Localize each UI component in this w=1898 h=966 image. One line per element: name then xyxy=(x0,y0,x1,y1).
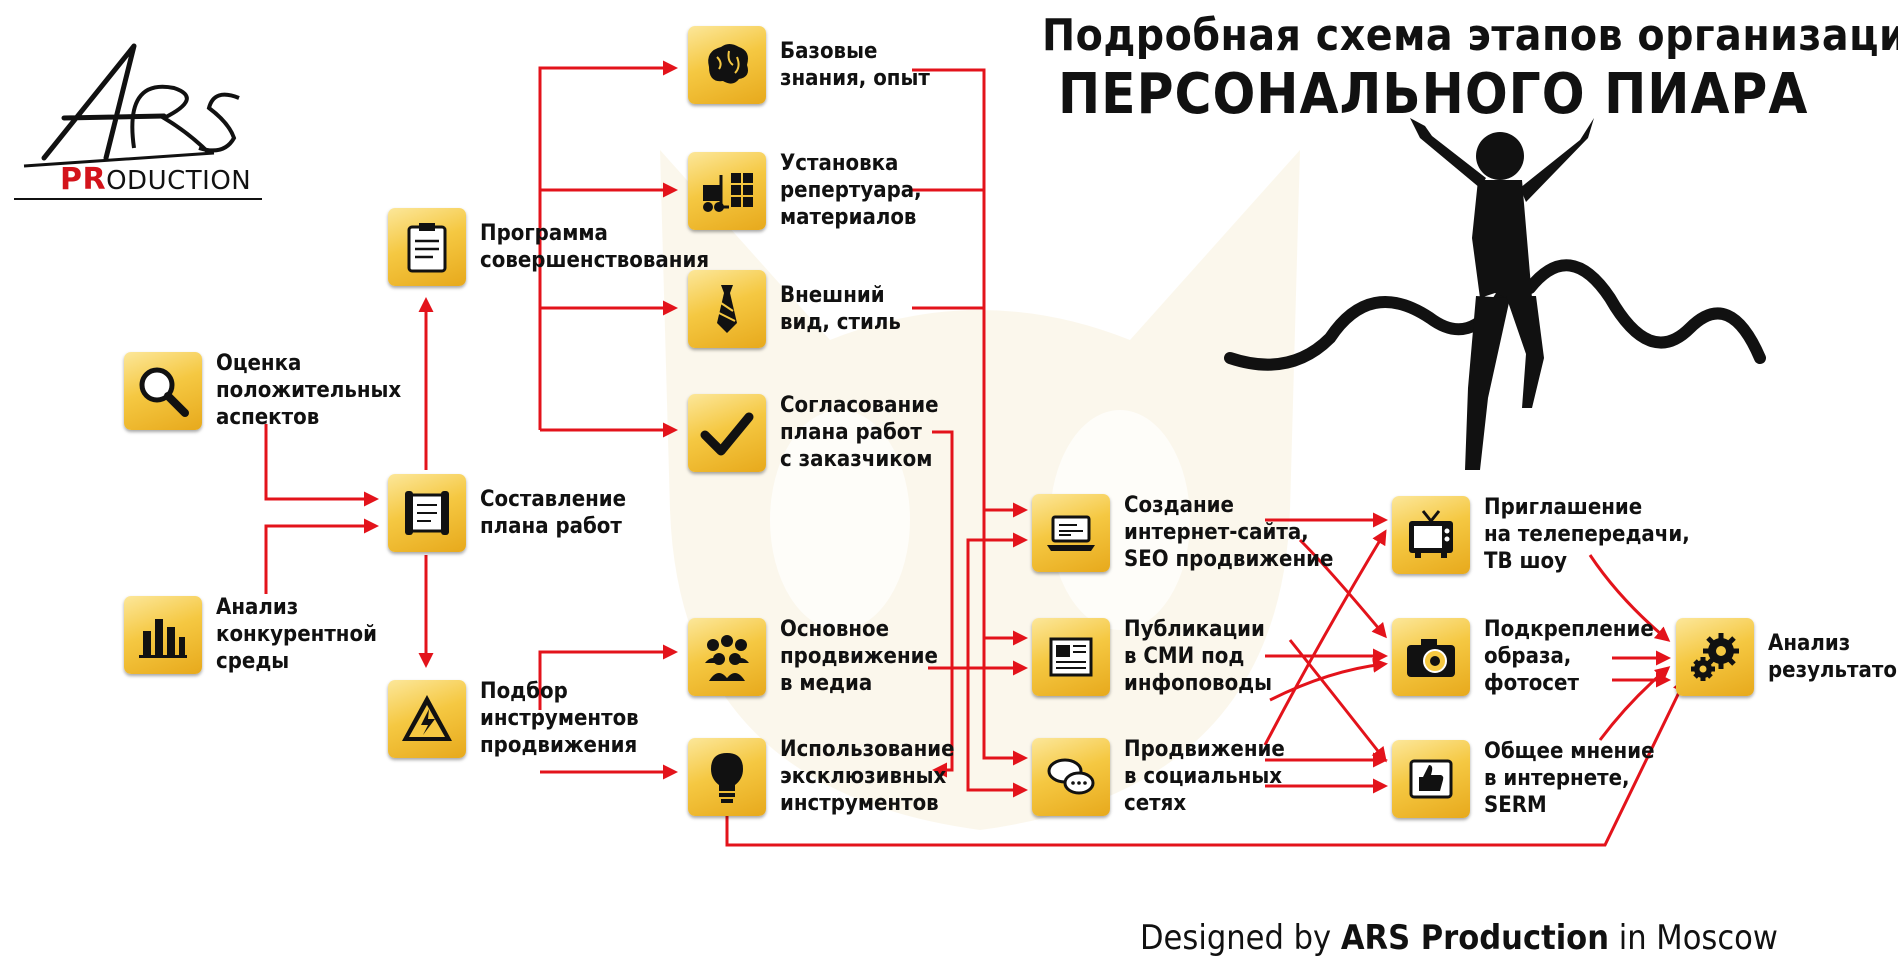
node-analiz-rez: Анализ результатов xyxy=(1676,618,1898,696)
crowd-icon xyxy=(688,617,766,696)
node-otsenka: Оценка положительных аспектов xyxy=(124,350,401,431)
newspaper-icon xyxy=(1032,617,1110,696)
node-label: Подкрепление образа, фотосет xyxy=(1484,617,1654,696)
node-analiz-sredy: Анализ конкурентной среды xyxy=(124,594,377,675)
node-obshchee: Общее мнение в интернете, SERM xyxy=(1392,738,1655,819)
magnifier-icon xyxy=(124,351,202,430)
tie-icon xyxy=(688,270,766,348)
logo-underline xyxy=(14,198,262,200)
node-label: Оценка положительных аспектов xyxy=(216,351,402,430)
node-label: Основное продвижение в медиа xyxy=(780,617,938,696)
node-label: Приглашение на телепередачи, ТВ шоу xyxy=(1484,495,1690,574)
scroll-icon xyxy=(388,474,466,552)
footer-prefix: Designed by xyxy=(1140,918,1341,958)
node-priglashenie: Приглашение на телепередачи, ТВ шоу xyxy=(1392,494,1690,575)
node-label: Подбор инструментов продвижения xyxy=(480,679,639,758)
node-label: Продвижение в социальных сетях xyxy=(1124,737,1285,816)
node-label: Общее мнение в интернете, SERM xyxy=(1484,739,1655,818)
tv-icon xyxy=(1392,495,1470,574)
node-podkreplenie: Подкрепление образа, фотосет xyxy=(1392,616,1654,697)
node-label: Публикации в СМИ под инфоповоды xyxy=(1124,617,1273,696)
bar-chart-icon xyxy=(124,595,202,674)
footer-brand: ARS Production xyxy=(1340,918,1609,958)
node-bazovye: Базовые знания, опыт xyxy=(688,26,930,104)
camera-icon xyxy=(1392,617,1470,696)
node-label: Согласование плана работ с заказчиком xyxy=(780,393,939,472)
node-label: Анализ результатов xyxy=(1768,631,1898,683)
laptop-icon xyxy=(1032,493,1110,572)
gears-icon xyxy=(1676,618,1754,696)
footer-suffix: in Moscow xyxy=(1608,918,1778,958)
node-podbor: Подбор инструментов продвижения xyxy=(388,678,639,759)
node-label: Установка репертуара, материалов xyxy=(780,151,922,230)
node-vneshniy: Внешний вид, стиль xyxy=(688,270,901,348)
chat-bubbles-icon xyxy=(1032,737,1110,816)
node-prodvizhenie: Продвижение в социальных сетях xyxy=(1032,736,1285,817)
warning-lightning-icon xyxy=(388,679,466,758)
node-publikacii: Публикации в СМИ под инфоповоды xyxy=(1032,616,1272,697)
title-line-1: Подробная схема этапов организации xyxy=(1042,10,1898,61)
node-ispolzovanie: Использование эксклюзивных инструментов xyxy=(688,736,955,817)
ars-logo xyxy=(23,43,240,168)
lightbulb-icon xyxy=(688,737,766,816)
node-ustanovka: Установка репертуара, материалов xyxy=(688,150,922,231)
footer-credit: Designed by ARS Production in Moscow xyxy=(1140,918,1778,958)
title-line-2: ПЕРСОНАЛЬНОГО ПИАРА xyxy=(1058,62,1809,127)
node-label: Использование эксклюзивных инструментов xyxy=(780,737,955,816)
node-osnovnoe: Основное продвижение в медиа xyxy=(688,616,938,697)
node-sostavlenie: Составление плана работ xyxy=(388,474,626,552)
thumbs-up-icon xyxy=(1392,739,1470,818)
node-label: Базовые знания, опыт xyxy=(780,39,930,91)
clipboard-icon xyxy=(388,208,466,286)
cat-watermark xyxy=(660,150,1300,830)
node-label: Внешний вид, стиль xyxy=(780,283,901,335)
node-label: Создание интернет-сайта, SEO продвижение xyxy=(1124,493,1334,572)
forklift-boxes-icon xyxy=(688,151,766,230)
node-label: Анализ конкурентной среды xyxy=(216,595,377,674)
logo-pr: PR xyxy=(60,162,107,197)
logo-production: ODUCTION xyxy=(106,166,252,196)
logo-subtitle: PRODUCTION xyxy=(60,162,251,197)
node-programma: Программа совершенствования xyxy=(388,208,709,286)
node-label: Составление плана работ xyxy=(480,487,627,539)
node-soglasovanie: Согласование плана работ с заказчиком xyxy=(688,392,939,473)
checkmark-icon xyxy=(688,393,766,472)
node-sozdanie: Создание интернет-сайта, SEO продвижение xyxy=(1032,492,1333,573)
runner-silhouette xyxy=(1224,118,1766,470)
node-label: Программа совершенствования xyxy=(480,221,710,273)
brain-icon xyxy=(688,26,766,104)
